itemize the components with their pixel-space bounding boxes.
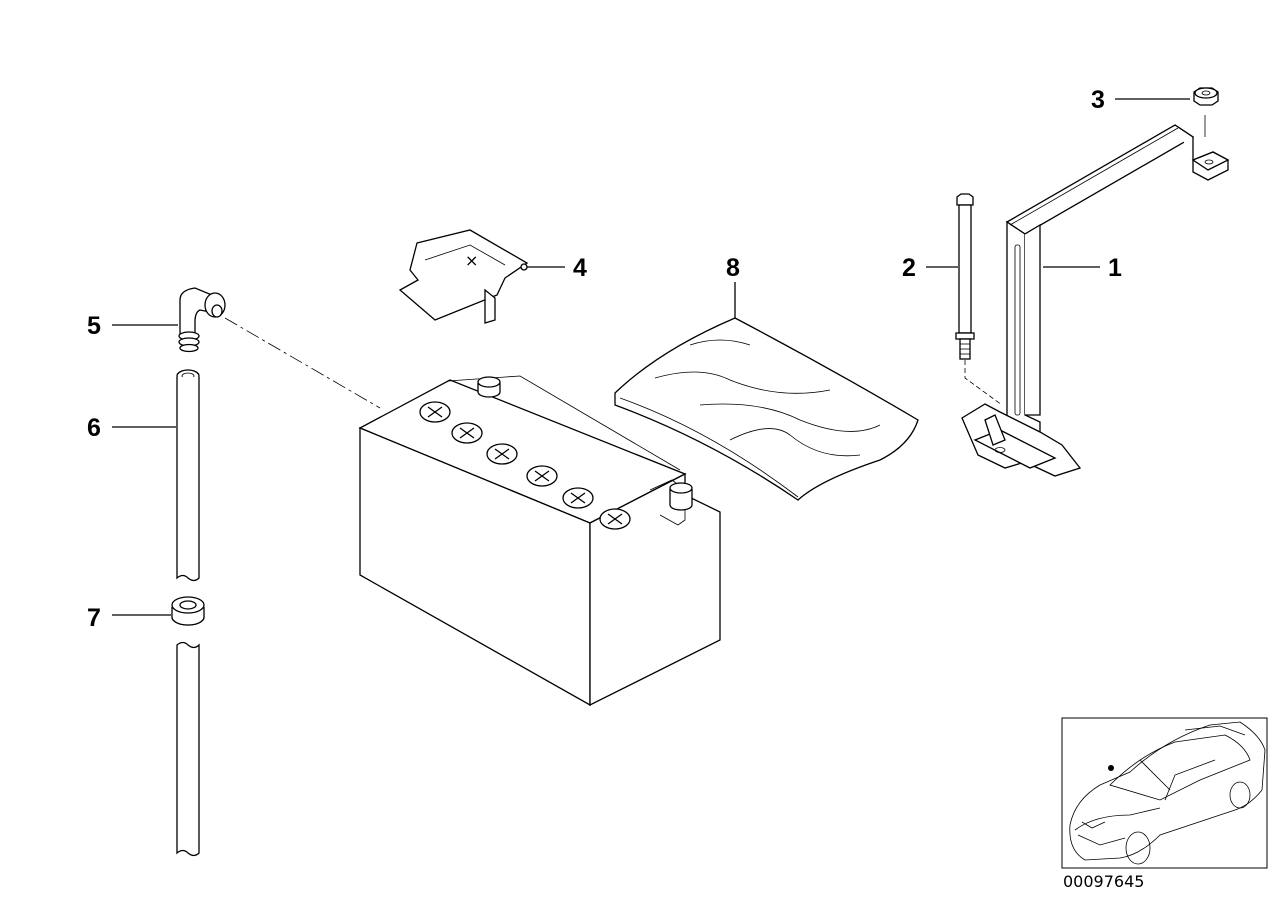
battery[interactable] bbox=[358, 375, 721, 707]
part-7-grommet[interactable] bbox=[112, 596, 205, 626]
cover-cross-mark: × bbox=[465, 251, 478, 270]
part-4-cover[interactable]: × bbox=[398, 229, 565, 324]
callout-label-5: 5 bbox=[87, 312, 101, 340]
part-6-hose[interactable] bbox=[112, 369, 200, 857]
cell-cap-1 bbox=[419, 401, 451, 423]
callout-label-3: 3 bbox=[1091, 86, 1105, 114]
part-8-mat[interactable] bbox=[614, 282, 919, 501]
cell-cap-3 bbox=[486, 443, 518, 465]
diagram-reference-number: 00097645 bbox=[1063, 872, 1144, 891]
battery-post-right bbox=[669, 482, 693, 511]
cell-cap-4 bbox=[526, 465, 558, 487]
callout-label-6: 6 bbox=[87, 414, 101, 442]
callout-label-8: 8 bbox=[726, 254, 740, 282]
part-2-bolt[interactable] bbox=[926, 193, 1003, 406]
callout-label-4: 4 bbox=[573, 254, 587, 282]
battery-post-left bbox=[477, 376, 501, 398]
cell-cap-5 bbox=[562, 487, 594, 509]
vehicle-location-inset bbox=[1061, 717, 1268, 869]
car-outline-icon bbox=[1069, 721, 1266, 865]
callout-label-7: 7 bbox=[87, 604, 101, 632]
part-5-elbow[interactable] bbox=[112, 287, 381, 409]
part-1-bracket[interactable] bbox=[961, 115, 1230, 477]
part-3-nut[interactable] bbox=[1115, 87, 1219, 106]
cell-cap-6 bbox=[599, 508, 631, 530]
callout-label-2: 2 bbox=[902, 254, 916, 282]
callout-label-1: 1 bbox=[1108, 254, 1122, 282]
cell-cap-2 bbox=[451, 422, 483, 444]
